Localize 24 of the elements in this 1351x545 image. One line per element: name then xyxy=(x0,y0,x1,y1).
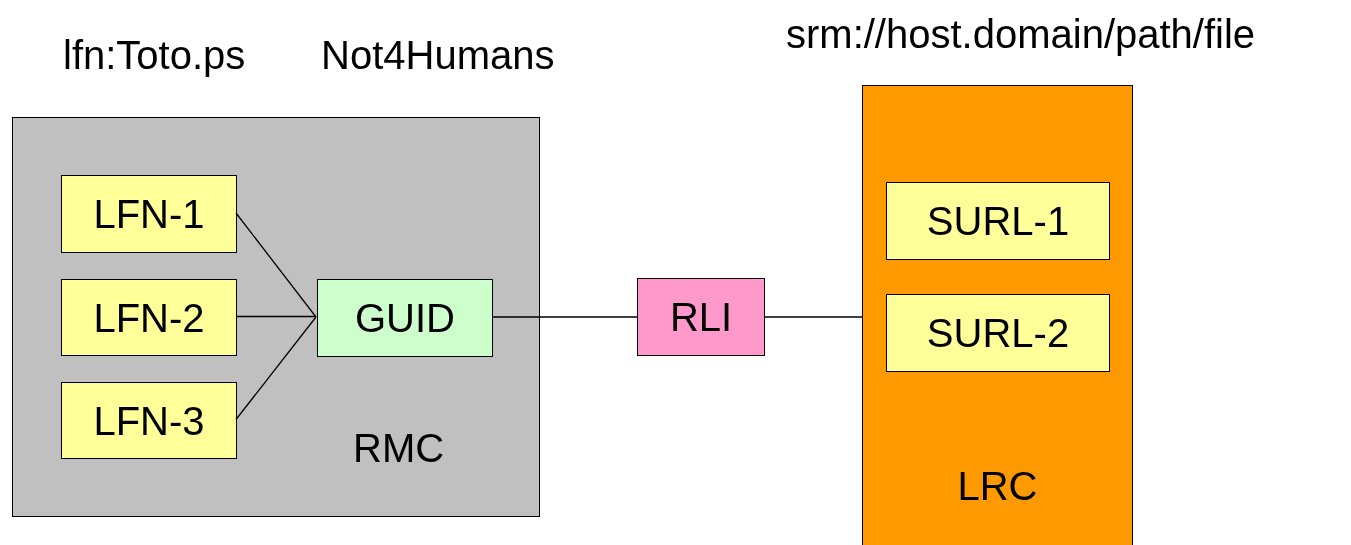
process-box xyxy=(886,182,1110,260)
node-label: LRC xyxy=(957,466,1038,506)
node-label: lfn:Toto.ps xyxy=(63,35,246,75)
node-label: LFN-2 xyxy=(93,297,205,338)
process-box xyxy=(317,279,493,357)
node-label: RLI xyxy=(669,297,733,337)
process-box xyxy=(61,175,237,253)
node-label: LFN-3 xyxy=(93,400,205,441)
process-box xyxy=(61,382,237,459)
node-label: SURL-2 xyxy=(926,313,1070,353)
process-box xyxy=(61,279,237,356)
connector-line xyxy=(491,316,638,318)
process-box xyxy=(637,278,765,356)
connector-line xyxy=(235,316,317,421)
node-label: srm://host.domain/path/file xyxy=(786,14,1256,54)
node-label: Not4Humans xyxy=(321,35,555,75)
node-label: RMC xyxy=(353,428,445,468)
node-label: LFN-1 xyxy=(93,194,205,234)
connector-line xyxy=(235,212,317,318)
node-label: GUID xyxy=(355,298,455,338)
process-box xyxy=(886,294,1110,372)
connector-line xyxy=(764,316,863,318)
node-label: SURL-1 xyxy=(926,201,1070,241)
connector-line xyxy=(235,315,317,318)
